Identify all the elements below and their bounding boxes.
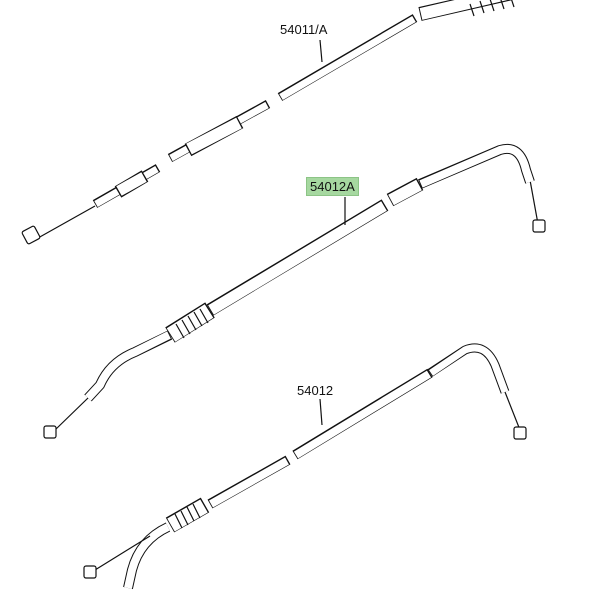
part-label-54012[interactable]: 54012: [297, 383, 334, 398]
leader-54011-a: [319, 39, 323, 63]
part-label-54012a-highlighted[interactable]: 54012A: [306, 177, 359, 196]
cable-54012a[interactable]: [43, 144, 546, 439]
cable-54011-a[interactable]: [21, 0, 525, 245]
cable-54012[interactable]: [83, 343, 527, 590]
part-label-54011-a[interactable]: 54011/A: [280, 22, 328, 37]
leader-54012: [319, 398, 323, 426]
